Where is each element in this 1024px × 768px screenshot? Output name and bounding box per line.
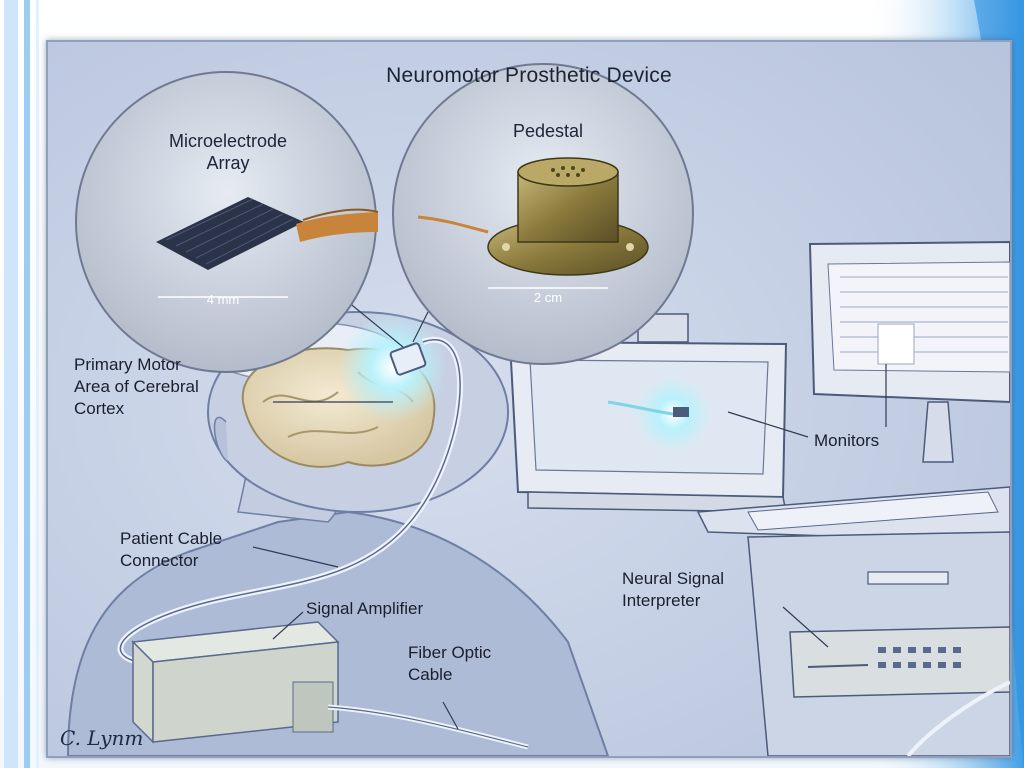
pedestal-connector-icon xyxy=(417,157,649,276)
microelectrode-scale-label: 4 mm xyxy=(206,292,240,307)
primary-motor-area-label: Primary Motor Area of Cerebral Cortex xyxy=(74,355,199,418)
patient-cable-connector-label: Patient Cable Connector xyxy=(120,529,223,570)
microelectrode-array-icon xyxy=(156,197,379,270)
slide-accent-left xyxy=(4,0,39,768)
microelectrode-array-label: Microelectrode Array xyxy=(168,131,288,173)
artist-signature: C. Lynm xyxy=(60,726,144,750)
pedestal-label: Pedestal xyxy=(512,121,584,141)
figure-title: Neuromotor Prosthetic Device xyxy=(386,64,672,87)
monitors-label: Monitors xyxy=(814,431,880,450)
neural-signal-interpreter-label: Neural Signal Interpreter xyxy=(622,569,725,610)
fiber-optic-cable-label: Fiber Optic Cable xyxy=(408,643,492,684)
neuromotor-illustration xyxy=(48,42,1010,756)
signal-amplifier-label: Signal Amplifier xyxy=(306,599,424,618)
illustration-frame: Neuromotor Prosthetic Device Microelectr… xyxy=(46,40,1012,758)
pedestal-scale-label: 2 cm xyxy=(533,290,563,305)
